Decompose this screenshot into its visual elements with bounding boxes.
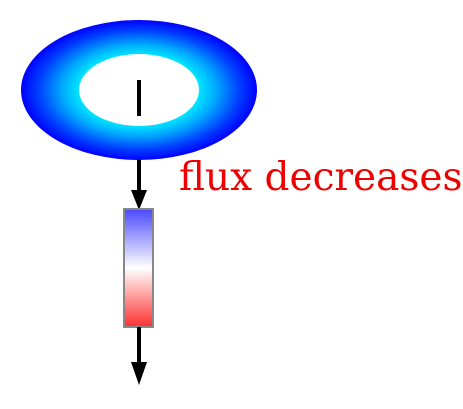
arrow-lower-head: [131, 362, 147, 385]
arrow-upper: [131, 160, 147, 210]
arrow-lower: [131, 327, 147, 385]
bar-magnet: [123, 208, 154, 328]
flux-decreases-label: flux decreases: [179, 155, 463, 200]
arrow-upper-head: [131, 190, 147, 210]
